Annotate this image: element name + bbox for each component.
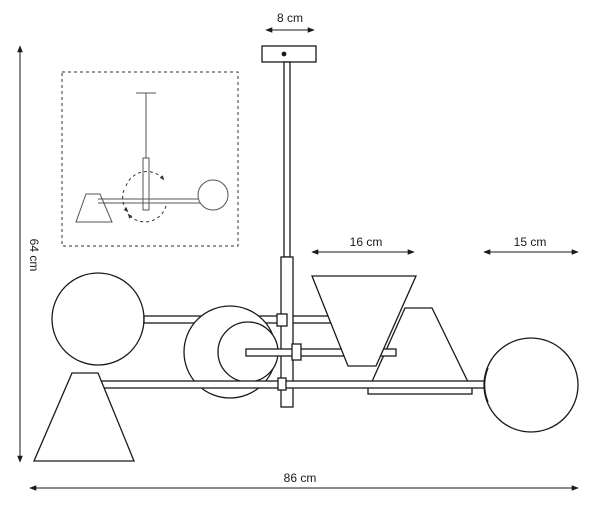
front-right-globe [483, 337, 579, 433]
front-cone-shade [311, 275, 418, 367]
canopy-width-dimension: 8 cm [265, 11, 315, 33]
canopy-width-label: 8 cm [277, 11, 303, 25]
shade-width-dimension: 16 cm [311, 235, 415, 255]
stem-body [280, 256, 294, 408]
front-arm [95, 380, 489, 389]
globe-width-dimension: 15 cm [483, 235, 579, 255]
pendant-lamp-drawing [33, 45, 579, 462]
height-dimension: 64 cm [17, 45, 41, 463]
total-width-label: 86 cm [284, 471, 317, 485]
height-label: 64 cm [27, 239, 41, 272]
lamp-stem [283, 61, 291, 258]
inner-arm [245, 348, 397, 357]
front-left-cone-shade [33, 372, 135, 462]
ceiling-canopy [261, 45, 317, 63]
total-width-dimension: 86 cm [29, 471, 579, 491]
rotation-detail-inset [61, 71, 239, 247]
back-left-globe [51, 272, 145, 366]
shade-width-label: 16 cm [350, 235, 383, 249]
globe-width-label: 15 cm [514, 235, 547, 249]
